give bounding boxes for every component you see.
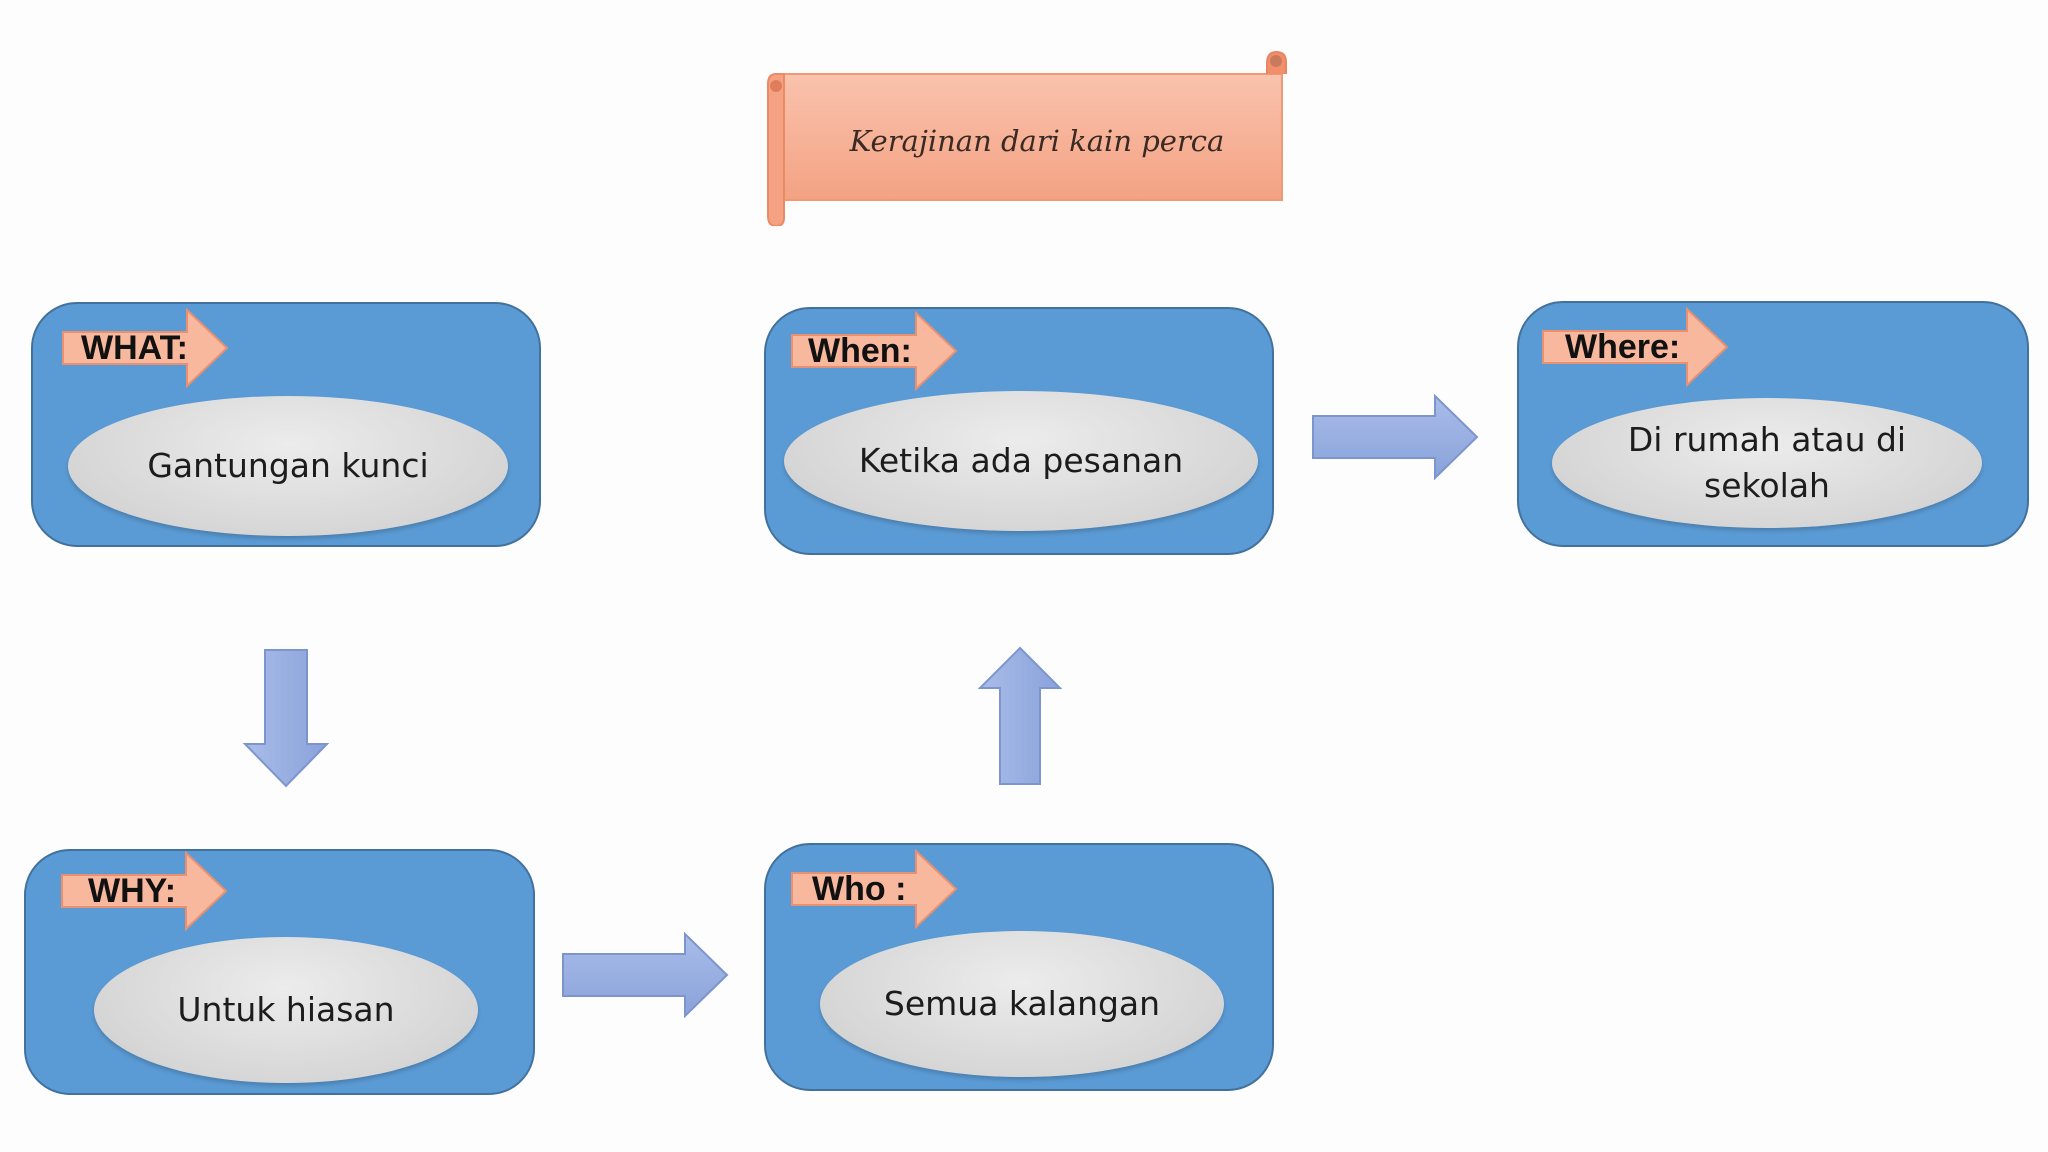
when-ellipse: Ketika ada pesanan — [784, 391, 1258, 531]
what-tag-label: WHAT: — [81, 329, 188, 367]
arrow-right-when-to-where — [1312, 394, 1479, 480]
arrow-up-who-to-when — [978, 646, 1062, 785]
tag-arrow-shape — [791, 849, 958, 929]
scroll-shape — [767, 50, 1287, 226]
why-card: WHY: Untuk hiasan — [24, 849, 535, 1095]
arrow-right-why-to-who — [562, 932, 729, 1018]
tag-arrow-shape — [791, 311, 958, 391]
when-tag: When: — [790, 311, 960, 391]
where-card: Where: Di rumah atau di sekolah — [1517, 301, 2029, 547]
when-tag-label: When: — [808, 332, 912, 370]
where-tag-label: Where: — [1565, 328, 1681, 366]
tag-arrow-shape — [61, 851, 228, 931]
title-scroll-banner: Kerajinan dari kain perca — [762, 48, 1302, 226]
why-ellipse: Untuk hiasan — [94, 937, 478, 1083]
who-card: Who : Semua kalangan — [764, 843, 1274, 1091]
tag-arrow-shape — [62, 308, 229, 388]
who-tag: Who : — [790, 849, 960, 929]
who-tag-label: Who : — [812, 870, 907, 908]
why-tag-label: WHY: — [88, 872, 177, 910]
tag-arrow-shape — [1542, 307, 1729, 387]
where-ellipse: Di rumah atau di sekolah — [1552, 398, 1982, 528]
why-tag: WHY: — [60, 851, 230, 931]
what-ellipse: Gantungan kunci — [68, 396, 508, 536]
who-ellipse: Semua kalangan — [820, 931, 1224, 1077]
arrow-down-what-to-why — [243, 649, 329, 788]
when-card: When: Ketika ada pesanan — [764, 307, 1274, 555]
scroll-title-text: Kerajinan dari kain perca — [849, 124, 1225, 158]
what-card: WHAT: Gantungan kunci — [31, 302, 541, 547]
where-tag: Where: — [1541, 307, 1731, 387]
what-tag: WHAT: — [61, 308, 231, 388]
